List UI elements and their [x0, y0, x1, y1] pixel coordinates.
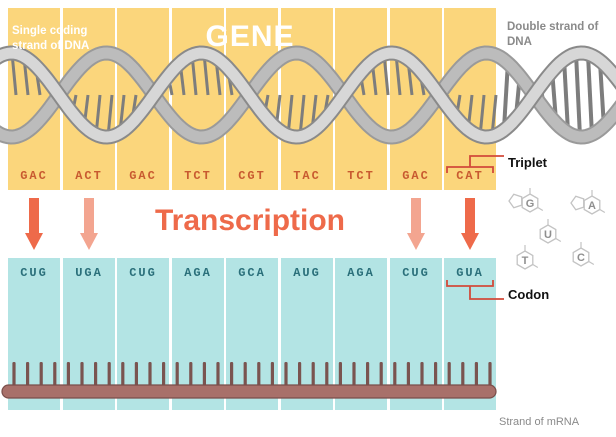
mrna-strand: [1, 362, 497, 399]
mrna-base-stub: [94, 362, 98, 386]
helix-rung: [586, 54, 594, 136]
mrna-strand-label: Strand of mRNA: [499, 416, 580, 428]
mrna-base-stub: [406, 362, 410, 386]
dna-band-5: [281, 8, 333, 190]
transcription-arrow-1: [80, 198, 98, 250]
rna-codon-2: CUG: [129, 266, 157, 280]
rna-codon-6: AGA: [347, 266, 375, 280]
codon-label: Codon: [508, 287, 550, 302]
mrna-base-stub: [26, 362, 30, 386]
gene-label: GENE: [205, 20, 295, 53]
mrna-backbone: [1, 384, 497, 399]
dna-triplet-2: GAC: [129, 169, 157, 183]
mrna-base-stub: [39, 362, 43, 386]
mrna-base-stub: [189, 362, 193, 386]
rna-codon-1: UGA: [75, 266, 103, 280]
codon-leader: [469, 286, 504, 300]
mrna-base-stub: [420, 362, 424, 386]
nucleotide-letter: U: [544, 229, 552, 241]
mrna-base-stub: [107, 362, 111, 386]
mrna-base-stub: [270, 362, 274, 386]
triplet-leader: [469, 155, 504, 167]
mrna-base-stub: [474, 362, 478, 386]
mrna-base-stub: [284, 362, 288, 386]
brackets: [446, 155, 504, 300]
mrna-base-stub: [175, 362, 179, 386]
mrna-base-stub: [461, 362, 465, 386]
nucleotide-icon-u: U: [539, 219, 562, 244]
nucleotide-letter: T: [522, 255, 529, 267]
dna-triplet-0: GAC: [20, 169, 48, 183]
dna-triplet-3: TCT: [184, 169, 212, 183]
mrna-base-stub: [488, 362, 492, 386]
triplet-label: Triplet: [508, 155, 548, 170]
mrna-base-stub: [148, 362, 152, 386]
mrna-base-stub: [447, 362, 451, 386]
nucleotide-icon-a: A: [570, 190, 606, 215]
mrna-base-stub: [257, 362, 261, 386]
mrna-base-stub: [366, 362, 370, 386]
mrna-base-stub: [311, 362, 315, 386]
mrna-base-stub: [434, 362, 438, 386]
helix-strand-back: [0, 47, 616, 143]
single-strand-label: Single coding strand of DNA: [12, 25, 90, 52]
transcription-arrow-3: [461, 198, 479, 250]
nucleotide-icon-g: G: [508, 188, 544, 213]
dna-triplet-7: GAC: [402, 169, 430, 183]
helix-rung: [562, 58, 570, 132]
mrna-base-stub: [202, 362, 206, 386]
rna-codon-5: AUG: [293, 266, 321, 280]
mrna-base-stub: [216, 362, 220, 386]
nucleotide-letter: G: [526, 198, 535, 210]
helix-rung: [574, 53, 582, 137]
mrna-base-stub: [325, 362, 329, 386]
double-strand-label: Double strand of DNA: [507, 21, 599, 48]
rna-codon-7: CUG: [402, 266, 430, 280]
nucleotide-icon-t: T: [516, 245, 539, 270]
dna-triplet-4: CGT: [238, 169, 266, 183]
mrna-base-stub: [298, 362, 302, 386]
transcription-arrow-0: [25, 198, 43, 250]
mrna-base-stub: [134, 362, 138, 386]
mrna-base-stub: [352, 362, 356, 386]
mrna-base-stub: [162, 362, 166, 386]
dna-band-3: [172, 8, 224, 190]
mrna-base-stub: [393, 362, 397, 386]
rna-codon-8: GUA: [456, 266, 484, 280]
nucleotide-icon-c: C: [572, 242, 595, 267]
nucleotide-letter: A: [588, 200, 596, 212]
dna-helix: [0, 45, 616, 145]
transcription-label: Transcription: [154, 204, 346, 237]
mrna-base-stub: [338, 362, 342, 386]
nucleotide-letter: C: [577, 252, 585, 264]
mrna-base-stub: [379, 362, 383, 386]
mrna-base-stub: [121, 362, 125, 386]
mrna-base-stub: [12, 362, 16, 386]
rna-codon-4: GCA: [238, 266, 266, 280]
mrna-base-stub: [66, 362, 70, 386]
rna-codon-3: AGA: [184, 266, 212, 280]
rna-codon-0: CUG: [20, 266, 48, 280]
dna-triplet-1: ACT: [75, 169, 103, 183]
mrna-base-stub: [230, 362, 234, 386]
mrna-base-stub: [53, 362, 57, 386]
mrna-base-stub: [80, 362, 84, 386]
dna-triplet-6: TCT: [347, 169, 375, 183]
transcription-arrows: [25, 198, 479, 250]
transcription-arrow-2: [407, 198, 425, 250]
nucleotide-icons: G A U T C: [508, 188, 606, 270]
helix-strand-front: [0, 47, 616, 143]
dna-triplet-5: TAC: [293, 169, 321, 183]
mrna-base-stub: [243, 362, 247, 386]
dna-triplet-8: CAT: [456, 169, 484, 183]
